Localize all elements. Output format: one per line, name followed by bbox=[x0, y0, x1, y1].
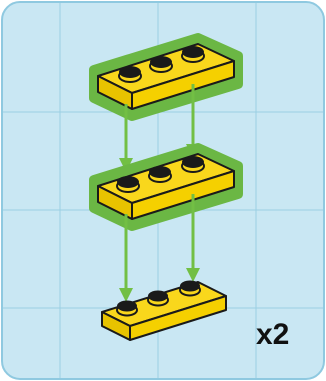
green-down-arrow-icon bbox=[119, 214, 133, 302]
stud-icon bbox=[147, 290, 169, 307]
stud-icon bbox=[148, 166, 172, 183]
middle-plate bbox=[89, 143, 243, 231]
bottom-plate bbox=[101, 280, 227, 341]
stud-icon bbox=[116, 176, 140, 193]
green-down-arrow-icon bbox=[186, 194, 200, 282]
yellow-1x3-plate-icon bbox=[101, 280, 227, 341]
yellow-1x3-plate-icon bbox=[97, 43, 235, 110]
top-plate bbox=[89, 33, 243, 121]
stud-icon bbox=[149, 56, 173, 73]
quantity-label: x2 bbox=[256, 318, 290, 351]
yellow-1x3-plate-icon bbox=[97, 153, 235, 220]
stud-icon bbox=[116, 300, 138, 317]
stud-icon bbox=[181, 46, 205, 63]
stud-icon bbox=[179, 280, 201, 297]
stud-icon bbox=[118, 66, 142, 83]
stud-icon bbox=[181, 156, 205, 173]
